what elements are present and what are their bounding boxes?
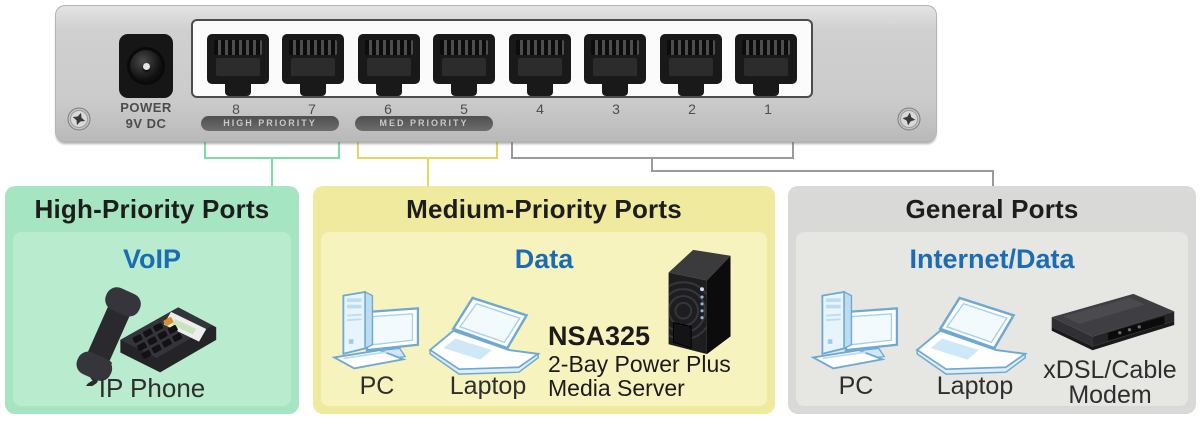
pc-icon	[810, 290, 899, 370]
panel-body: VoIP IP Phone	[13, 232, 291, 406]
ip-phone-label: IP Phone	[98, 373, 206, 403]
category-label: VoIP	[122, 244, 181, 274]
rj45-latch-slot	[451, 82, 478, 96]
port-number-8: 8	[232, 101, 240, 117]
modem-icon	[1051, 293, 1175, 351]
panel-title: General Ports	[905, 193, 1079, 224]
panel-title: High-Priority Ports	[34, 193, 270, 224]
port-number-6: 6	[384, 101, 392, 117]
laptop-icon	[428, 296, 541, 375]
port-number-4: 4	[536, 101, 544, 117]
rj45-port-4	[508, 34, 571, 96]
port-number-7: 7	[308, 101, 316, 117]
modem-label-line1: xDSL/Cable	[1043, 356, 1177, 384]
rj45-port-3	[584, 34, 647, 96]
panel-body: Internet/Data PC Laptop	[796, 232, 1188, 408]
rj45-latch-slot	[602, 82, 629, 96]
category-label: Data	[514, 244, 574, 274]
nas-icon	[668, 249, 731, 355]
laptop-label: Laptop	[936, 372, 1014, 400]
rj45-port-1	[734, 34, 797, 96]
panel-title: Medium-Priority Ports	[406, 193, 682, 224]
power-jack-icon	[119, 34, 173, 98]
port-bezel	[191, 19, 813, 98]
rj45-latch-slot	[225, 82, 251, 96]
ip-phone-icon	[76, 287, 217, 386]
nas-desc-line2: Media Server	[548, 375, 685, 401]
port-numbers: 8 7 6 5 4 3 2 1	[191, 101, 813, 117]
rj45-port-8	[207, 34, 269, 96]
rj45-latch-slot	[677, 82, 704, 96]
rj45-port-5	[433, 34, 496, 96]
panel-high-priority: High-Priority Ports VoIP	[5, 186, 299, 414]
high-priority-bracket	[204, 140, 340, 188]
power-barrel-icon	[127, 47, 165, 85]
rj45-latch-slot	[526, 82, 553, 96]
panel-body: Data PC Laptop	[321, 232, 767, 406]
port-number-2: 2	[688, 101, 696, 117]
port-number-1: 1	[764, 101, 772, 117]
general-bracket	[511, 140, 994, 188]
switch-rear-panel: POWER 9V DC 8 7 6 5 4 3 2 1 HIGH PRIORIT…	[55, 5, 937, 142]
port-number-3: 3	[612, 101, 620, 117]
nas-model: NSA325	[548, 321, 651, 351]
screw-icon	[67, 107, 91, 131]
laptop-icon	[915, 296, 1028, 375]
rj45-port-7	[282, 34, 345, 96]
rj45-latch-slot	[375, 82, 402, 96]
power-label-line1: POWER	[120, 100, 172, 115]
modem-label: xDSL/Cable Modem	[1034, 358, 1186, 408]
panel-general: General Ports Internet/Data PC	[788, 186, 1196, 414]
nas-desc-line1: 2-Bay Power Plus	[548, 351, 731, 377]
pc-icon	[331, 290, 420, 370]
screw-icon	[897, 107, 921, 131]
high-priority-badge: HIGH PRIORITY	[201, 116, 339, 131]
power-pin-icon	[142, 62, 150, 70]
med-priority-bracket	[357, 140, 498, 188]
power-label: POWER 9V DC	[96, 100, 196, 132]
rj45-latch-slot	[300, 82, 327, 96]
laptop-label: Laptop	[449, 372, 527, 400]
rj45-port-6	[357, 34, 420, 96]
pc-label: PC	[838, 372, 874, 400]
nas-text: NSA325 2-Bay Power Plus Media Server	[548, 320, 763, 400]
port-number-5: 5	[460, 101, 468, 117]
med-priority-badge: MED PRIORITY	[355, 116, 493, 131]
panel-medium-priority: Medium-Priority Ports Data PC	[313, 186, 775, 414]
category-label: Internet/Data	[909, 244, 1075, 274]
power-label-line2: 9V DC	[125, 116, 167, 131]
rj45-port-2	[659, 34, 722, 96]
rj45-latch-slot	[752, 82, 779, 96]
pc-label: PC	[359, 372, 395, 400]
modem-label-line2: Modem	[1068, 381, 1152, 409]
